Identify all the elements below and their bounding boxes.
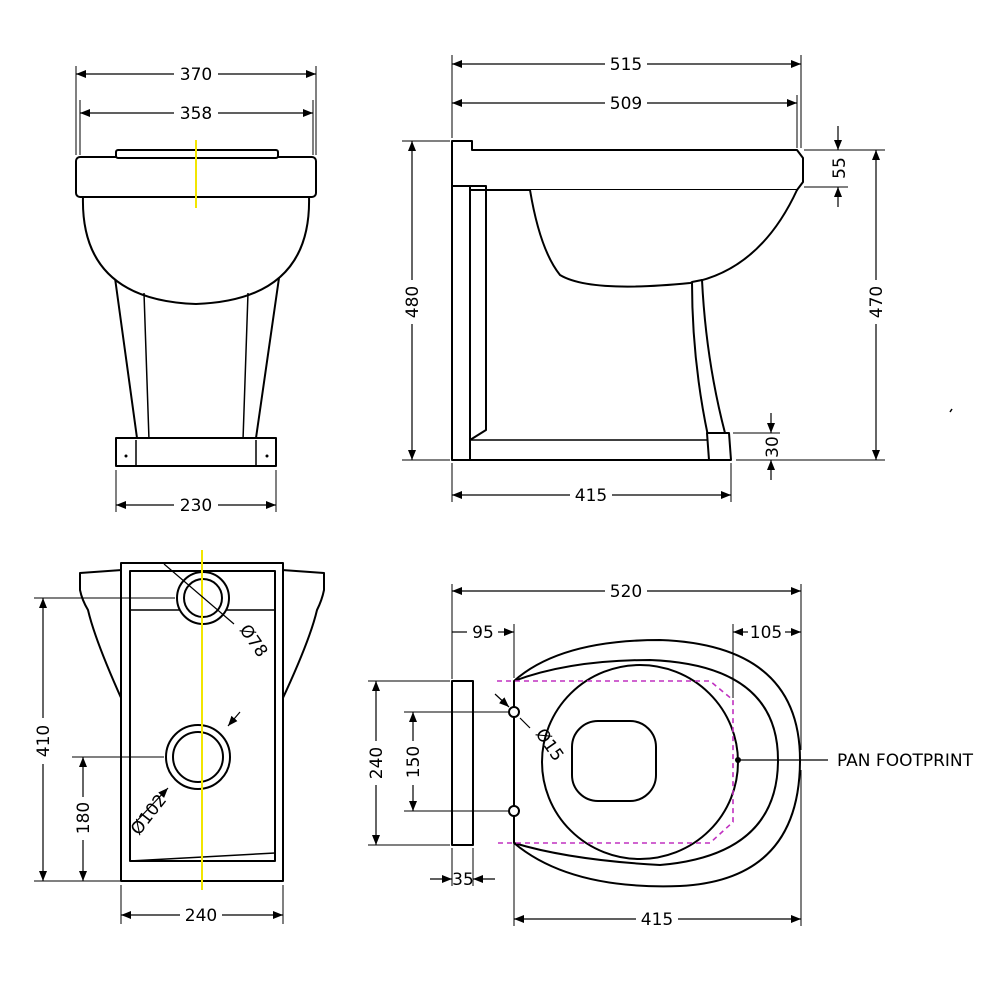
dim-plan-footprint-depth: 415 [641, 910, 673, 930]
dim-side-rim-depth: 509 [610, 94, 642, 114]
rear-elevation-view: 410 180 Ø78 Ø102 240 [34, 550, 325, 926]
dim-side-overall-height: 480 [403, 286, 423, 318]
dim-rear-upper-hole-height: 410 [34, 725, 54, 757]
dim-side-plinth-height: 30 [763, 436, 783, 458]
dim-side-rim-thickness: 55 [830, 157, 850, 179]
pan-footprint-label: PAN FOOTPRINT [837, 751, 974, 771]
dim-rear-lower-hole-height: 180 [74, 802, 94, 834]
front-elevation-view: 370 358 230 [75, 65, 317, 516]
dim-front-overall-width: 370 [180, 65, 212, 85]
rear-toilet-outline [79, 550, 325, 890]
dim-front-seat-width: 358 [180, 104, 212, 124]
dim-plan-front-offset: 105 [750, 623, 782, 643]
dim-side-overall-depth: 515 [610, 55, 642, 75]
side-dimensions: 515 509 480 470 55 30 415 [402, 55, 953, 506]
plan-toilet-outline [451, 639, 801, 888]
dim-front-base-width: 230 [180, 496, 212, 516]
dim-plan-width: 240 [367, 747, 387, 779]
dim-plan-overall-depth: 520 [610, 582, 642, 602]
dim-plan-fixing-spacing: 150 [404, 746, 424, 778]
side-elevation-view: 515 509 480 470 55 30 415 [402, 55, 953, 506]
lower-outlet-hole [165, 724, 231, 790]
side-toilet-outline [451, 140, 804, 461]
dim-plan-rear-offset: 95 [472, 623, 494, 643]
dim-side-base-depth: 415 [575, 486, 607, 506]
front-dimensions: 370 358 230 [75, 65, 317, 516]
front-toilet-outline [75, 140, 317, 467]
dim-side-rim-height: 470 [867, 286, 887, 318]
dim-rear-width: 240 [185, 906, 217, 926]
plan-view: 520 95 105 240 150 Ø15 [367, 582, 974, 930]
dim-plan-rear-setback: 35 [452, 870, 474, 890]
